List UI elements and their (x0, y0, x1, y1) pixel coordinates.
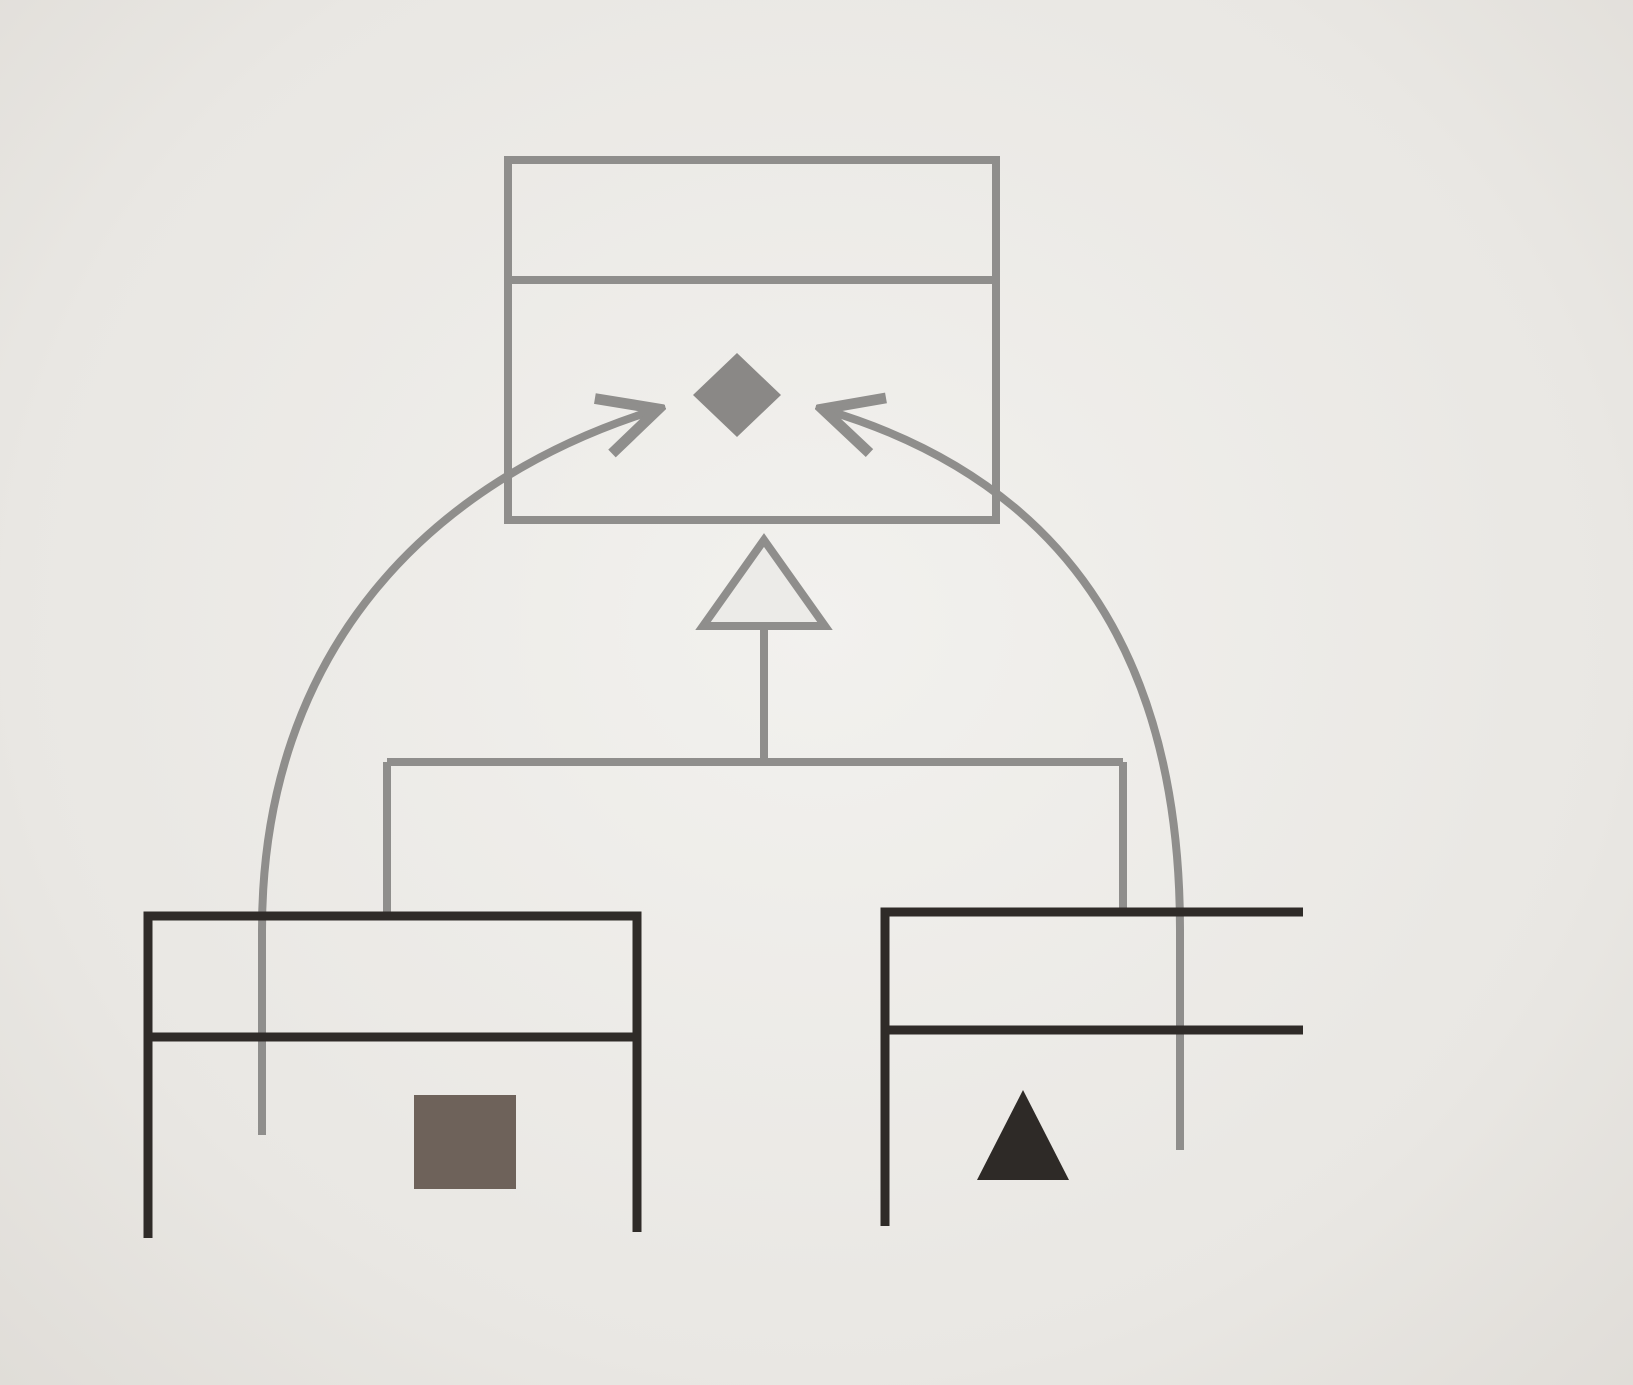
triangle-icon (977, 1090, 1069, 1180)
square-icon (414, 1095, 516, 1189)
superclass-outline (504, 156, 1000, 524)
left-dependency-arrow (258, 410, 655, 1135)
inheritance-relation (383, 533, 1127, 912)
right-subclass-box (880, 907, 1303, 1226)
right-subclass-outline (880, 907, 1303, 1226)
left-subclass-outline (143, 911, 642, 1238)
left-subclass-box (143, 911, 642, 1238)
inheritance-arrowhead-icon (695, 533, 833, 630)
superclass-box (504, 156, 1000, 524)
diamond-icon (693, 353, 781, 437)
right-dependency-arrow (826, 410, 1184, 1150)
